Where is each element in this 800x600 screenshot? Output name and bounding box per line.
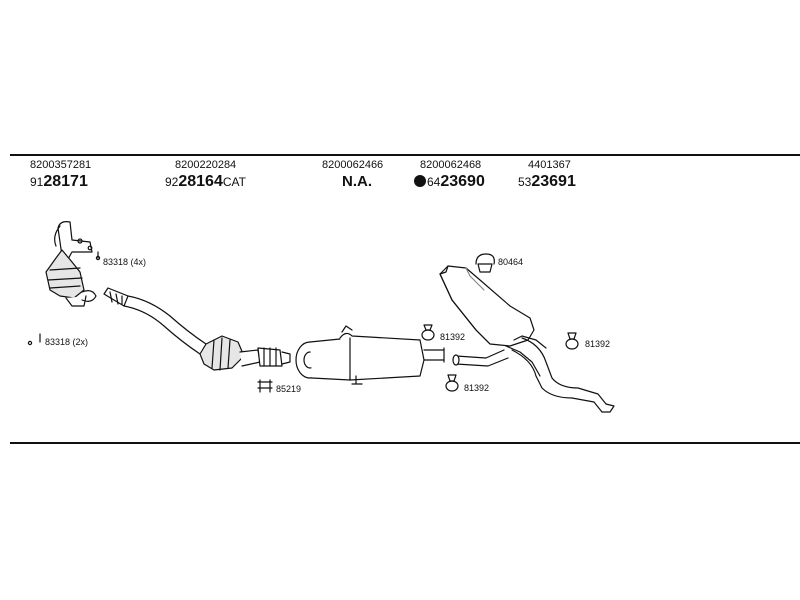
rubber-mid-upper-label: 81392 xyxy=(440,332,466,342)
rubber-mid-lower-label: 81392 xyxy=(464,383,490,393)
rubber-mid-upper-icon xyxy=(421,324,435,341)
hanger-rear-icon xyxy=(475,253,495,273)
part-number: 6423690 xyxy=(414,174,485,190)
part-number: 9128171 xyxy=(30,173,88,190)
part-number: 9228164CAT xyxy=(165,173,246,190)
rubber-rear-label: 81392 xyxy=(585,339,611,349)
rear-silencer-part xyxy=(439,265,615,413)
part-header-1: 8200357281 9128171 xyxy=(30,160,91,190)
oe-number: 4401367 xyxy=(528,159,571,171)
oe-number: 8200220284 xyxy=(175,159,237,171)
oe-number: 8200062466 xyxy=(322,159,384,171)
rubber-rear-icon xyxy=(565,332,579,350)
front-manifold-part xyxy=(45,221,93,307)
center-muffler-part xyxy=(295,325,445,385)
gasket-bottom-label: 83318 (2x) xyxy=(45,337,89,347)
top-rule xyxy=(10,154,800,156)
oe-number: 8200357281 xyxy=(30,159,92,171)
clamp-center-label: 85219 xyxy=(276,384,302,394)
oe-number: 8200062468 xyxy=(420,159,482,171)
clamp-center-icon xyxy=(257,379,273,393)
part-header-5: 4401367 5323691 xyxy=(518,159,576,190)
part-header-3: 8200062466 N.A. xyxy=(322,159,384,190)
part-header-4: 8200062468 6423690 xyxy=(414,159,485,190)
part-number: 5323691 xyxy=(518,173,576,190)
hanger-rear-label: 80464 xyxy=(498,257,524,267)
gasket-top-label: 83318 (4x) xyxy=(103,257,147,267)
front-gasket-icon xyxy=(81,290,97,302)
part-number: N.A. xyxy=(342,173,372,190)
new-part-dot-icon xyxy=(414,175,426,187)
part-header-2: 8200220284 9228164CAT xyxy=(165,160,246,190)
rubber-mid-lower-icon xyxy=(445,374,459,392)
front-pipe-catalyst-part xyxy=(103,287,291,371)
gasket-bottom-icon xyxy=(27,340,33,346)
bottom-rule xyxy=(10,442,800,444)
